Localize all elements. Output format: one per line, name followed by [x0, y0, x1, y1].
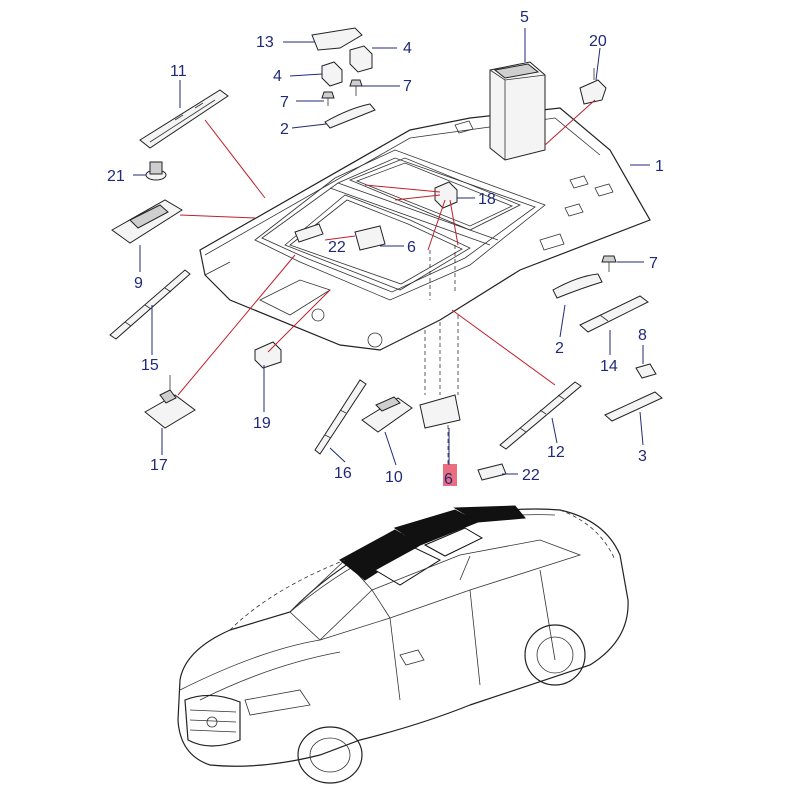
callout-10: 10 [385, 469, 403, 486]
callout-12: 12 [547, 444, 565, 461]
part-10-lamp [361, 396, 413, 433]
part-3-bracket [604, 391, 663, 422]
callout-21: 21 [107, 168, 125, 185]
part-13-bracket [311, 27, 363, 51]
projection-lines [424, 245, 459, 465]
callout-leaders [133, 28, 650, 475]
callout-5: 5 [520, 9, 529, 26]
headliner-panel [199, 107, 651, 351]
part-4-clip-a [349, 45, 373, 73]
callout-18: 18 [478, 191, 496, 208]
part-22-clip-a [294, 223, 324, 243]
callout-labels: 13 4 4 7 7 2 5 20 1 11 21 9 15 17 19 16 … [107, 9, 664, 488]
part-6-module-upper [354, 225, 386, 251]
part-19-clip [254, 341, 282, 369]
highlight-marker [443, 464, 457, 486]
callout-3: 3 [638, 448, 647, 465]
part-20-clip [579, 68, 607, 105]
part-6-module-lower [419, 394, 461, 429]
callout-22-lower: 22 [522, 467, 540, 484]
callout-17: 17 [150, 457, 168, 474]
car-illustration [177, 505, 629, 784]
part-22-clip-b [477, 463, 507, 481]
callout-20: 20 [589, 33, 607, 50]
callout-7-far-right: 7 [649, 255, 658, 272]
part-21-fastener [145, 161, 167, 181]
callout-7-left: 7 [280, 94, 289, 111]
callout-7-right: 7 [403, 78, 412, 95]
callout-16: 16 [334, 465, 352, 482]
part-2-grab-handle-b [552, 273, 603, 299]
callout-2-right: 2 [555, 340, 564, 357]
red-leader-lines [177, 99, 596, 396]
part-18-clip [434, 181, 458, 209]
callout-22-upper: 22 [328, 239, 346, 256]
callout-4-mid: 4 [273, 68, 282, 85]
part-4-clip-b [321, 61, 343, 87]
part-11-rail [139, 89, 229, 149]
callout-6-upper: 6 [407, 239, 416, 256]
part-14-bracket [579, 295, 649, 333]
part-7-screw-b [321, 91, 335, 106]
callout-13: 13 [256, 34, 274, 51]
callout-9: 9 [134, 275, 143, 292]
callout-11: 11 [170, 63, 187, 80]
callout-19: 19 [253, 415, 271, 432]
callout-14: 14 [600, 358, 618, 375]
part-7-screw-a [349, 79, 363, 96]
part-8-clip [635, 363, 657, 379]
part-16-strip [314, 379, 367, 455]
callout-15: 15 [141, 357, 159, 374]
callout-4-top: 4 [403, 40, 412, 57]
callout-2-top: 2 [280, 121, 289, 138]
callout-6-lower: 6 [444, 471, 453, 488]
part-5-overhead-module [489, 61, 546, 161]
part-17-coat-hook [144, 375, 196, 429]
callout-1: 1 [655, 158, 664, 175]
callout-8: 8 [638, 327, 647, 344]
part-2-grab-handle-a [324, 103, 376, 129]
part-15-strip [109, 269, 191, 340]
part-12-strip [499, 381, 582, 450]
part-7-screw-c [601, 255, 617, 272]
part-9-lamp [111, 199, 183, 244]
